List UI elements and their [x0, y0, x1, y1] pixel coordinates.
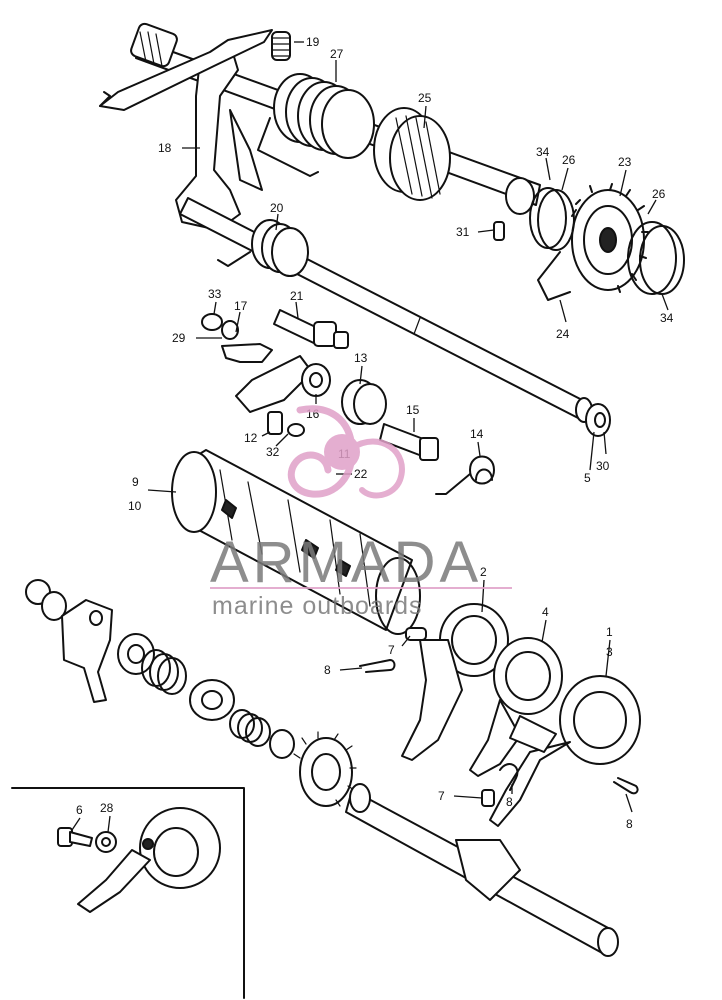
callout-15: 15: [406, 403, 420, 417]
callout-7-upper: 7: [388, 643, 395, 657]
callout-28-inset: 28: [100, 801, 114, 815]
callout-34-lower: 34: [660, 311, 674, 325]
shift-fork-4: [469, 637, 563, 777]
spring-20: [217, 219, 309, 277]
callout-7-lower: 7: [438, 789, 445, 803]
shift-fork-2: [401, 603, 509, 761]
callout-21: 21: [290, 289, 304, 303]
callout-23: 23: [618, 155, 632, 169]
washer-left: [41, 591, 67, 621]
bolt-15: [379, 423, 439, 461]
callout-24: 24: [556, 327, 570, 341]
callout-29: 29: [172, 331, 186, 345]
inset-shift-fork: [77, 807, 221, 913]
washer-large-left: [117, 633, 155, 675]
collar-left: [189, 679, 235, 721]
cotter-pin-8-right: [613, 777, 639, 795]
callout-31: 31: [456, 225, 470, 239]
bolt-32: [267, 411, 305, 437]
small-spring-19: [271, 31, 291, 61]
shift-arm: [99, 29, 273, 231]
spring-left: [141, 649, 187, 695]
callout-labels: 19 27 25 18 34 26 23 26 31 20 24 34 21 3…: [76, 35, 674, 831]
shift-drum: [171, 449, 421, 635]
spring-middle: [229, 709, 271, 747]
inset-box: [11, 787, 245, 999]
callout-14: 14: [470, 427, 484, 441]
watermark: ARMADA marine outboards: [210, 405, 512, 620]
callout-33: 33: [208, 287, 222, 301]
callout-19: 19: [306, 35, 320, 49]
callout-9: 9: [132, 475, 139, 489]
inset-bolt-6: [57, 827, 93, 847]
callout-8-right: 8: [626, 817, 633, 831]
watermark-brand: ARMADA: [210, 530, 482, 595]
bolt-21: [273, 309, 349, 349]
callout-26-left: 26: [562, 153, 576, 167]
callout-4: 4: [542, 605, 549, 619]
spur-gear: [293, 731, 357, 807]
cotter-pin-8-middle: [499, 763, 519, 791]
leader-lines: [71, 41, 669, 833]
stopper-bracket: [61, 599, 113, 703]
fork-pin-7-lower: [481, 789, 495, 807]
callout-26-right: 26: [652, 187, 666, 201]
spring-14: [435, 455, 495, 495]
callout-2: 2: [480, 565, 487, 579]
callout-1: 1: [606, 625, 613, 639]
callout-13: 13: [354, 351, 368, 365]
coil-spring-27: [257, 73, 375, 177]
callout-25: 25: [418, 91, 432, 105]
callout-30: 30: [596, 459, 610, 473]
fork-pin-7-upper: [405, 627, 427, 641]
callout-6-inset: 6: [76, 803, 83, 817]
callout-8-middle: 8: [506, 795, 513, 809]
watermark-logo-mark: [287, 405, 405, 499]
collar-16: [301, 363, 331, 397]
callout-18: 18: [158, 141, 172, 155]
callout-27: 27: [330, 47, 344, 61]
shift-fork-1: [489, 675, 641, 827]
helical-gear-25: [373, 107, 451, 201]
cotter-pin-8-left: [359, 659, 396, 673]
callout-8-left: 8: [324, 663, 331, 677]
callout-20: 20: [270, 201, 284, 215]
callout-34-upper: 34: [536, 145, 550, 159]
lower-output-shaft: [345, 783, 619, 957]
callout-5: 5: [584, 471, 591, 485]
pin-31: [493, 221, 505, 241]
callout-10: 10: [128, 499, 142, 513]
callout-3: 3: [606, 645, 613, 659]
stopper-arm-17: [221, 343, 273, 363]
guide-plate-12: [235, 355, 313, 413]
callout-12: 12: [244, 431, 258, 445]
washer-5: [585, 403, 611, 437]
washer-29: [221, 320, 239, 340]
ring-13: [341, 379, 387, 425]
sprocket-gear-23: [571, 183, 649, 293]
washer-middle: [269, 729, 295, 759]
callout-17: 17: [234, 299, 248, 313]
callout-32: 32: [266, 445, 280, 459]
nut-33: [201, 313, 223, 331]
inset-washer-28: [95, 831, 117, 853]
callout-22: 22: [354, 467, 368, 481]
retaining-spring-34-left: [529, 187, 575, 301]
watermark-tagline: marine outboards: [212, 592, 423, 620]
